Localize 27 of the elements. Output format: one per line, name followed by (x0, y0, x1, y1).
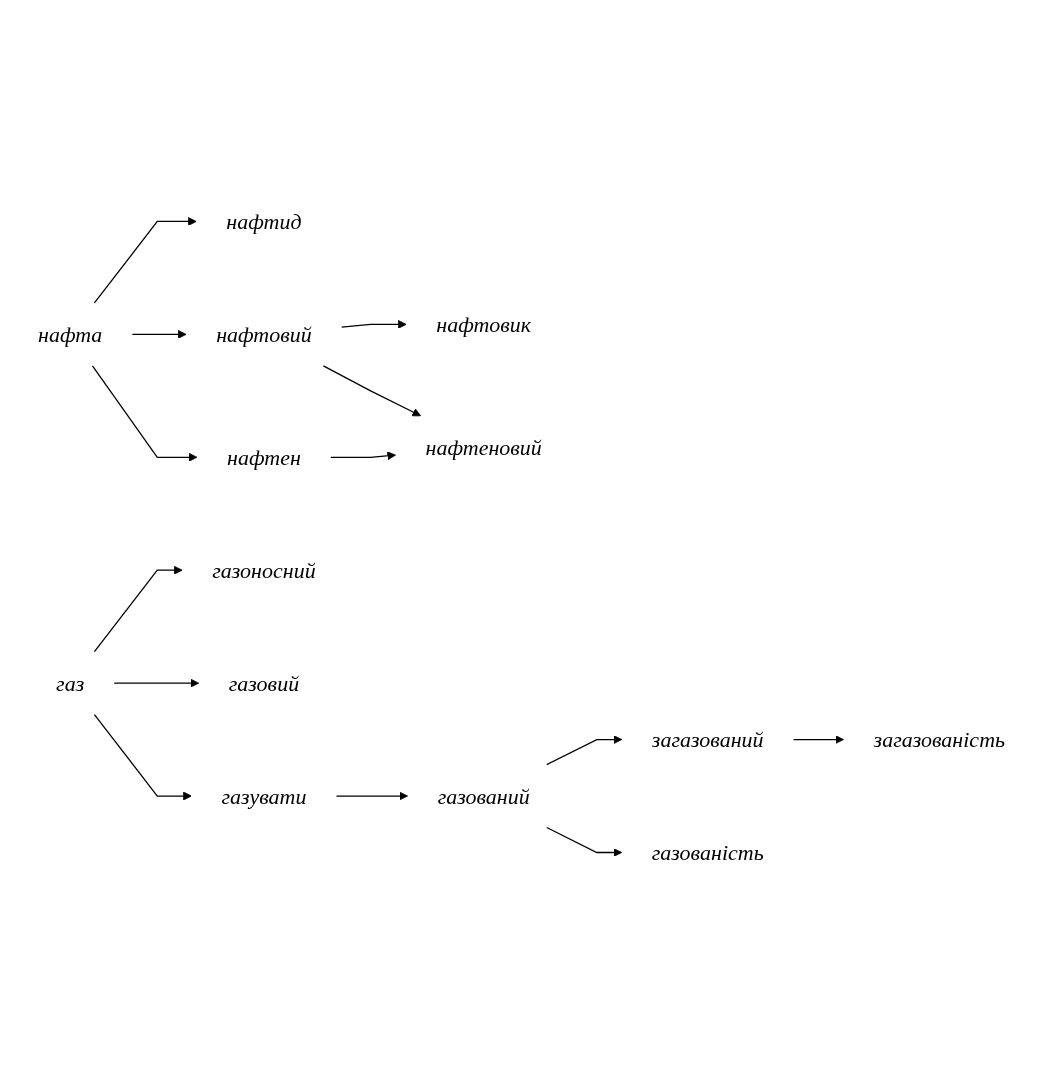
arrow (546, 826, 623, 857)
arrow (792, 735, 844, 744)
node-text: газоносний (212, 557, 316, 583)
arrow (546, 735, 623, 766)
arrow (330, 451, 396, 461)
arrow (93, 565, 183, 653)
node-text: нафта (37, 321, 103, 347)
node-text: газувати (221, 783, 307, 809)
arrow (322, 365, 422, 417)
arrow (93, 713, 192, 801)
arrow (131, 330, 187, 339)
node-text: нафтен (227, 444, 301, 470)
arrow (91, 365, 198, 462)
node-text: загазованість (873, 727, 1006, 753)
node-text: газованість (651, 840, 764, 865)
node-text: загазований (651, 727, 764, 753)
arrow (341, 320, 407, 329)
arrow (93, 217, 197, 304)
arrow (113, 678, 200, 688)
node-text: газований (437, 783, 530, 809)
node-text: газ (56, 670, 85, 696)
node-text: нафтид (226, 209, 302, 234)
node-text: газовий (228, 670, 300, 696)
node-text: нафтовик (436, 311, 532, 337)
arrow (335, 791, 409, 801)
node-text: нафтеновий (425, 434, 542, 460)
node-text: нафтовий (216, 321, 312, 347)
